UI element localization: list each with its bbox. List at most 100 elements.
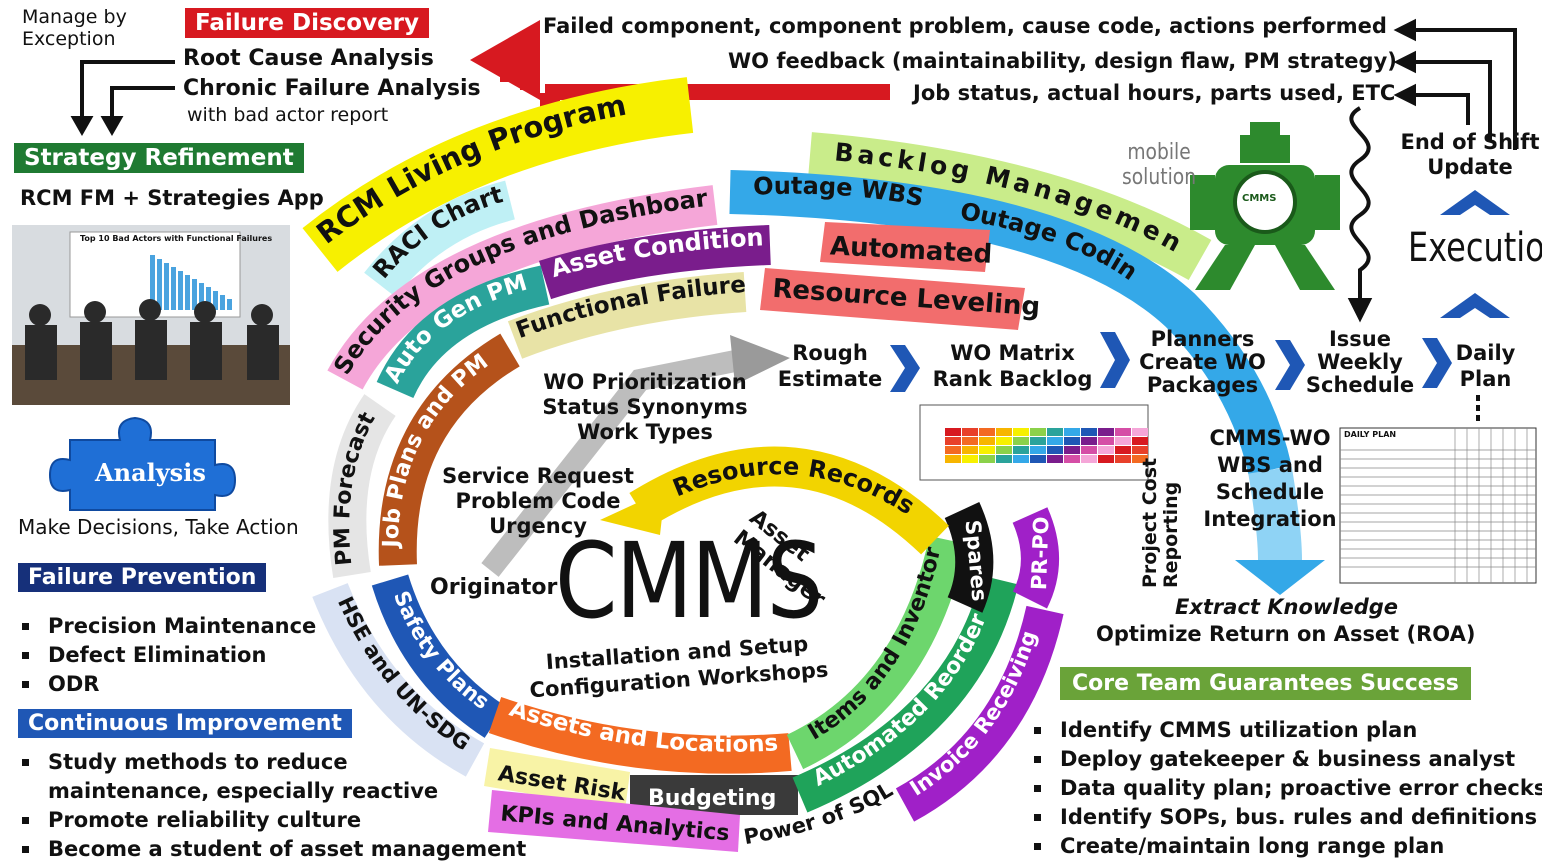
issue-weekly-schedule: Issue Weekly Schedule — [1305, 327, 1415, 397]
failure-prevention-title: Failure Prevention — [18, 563, 267, 592]
analysis-puzzle-icon — [48, 416, 237, 511]
matrix-cell — [1047, 437, 1063, 445]
daily-plan-form — [1339, 427, 1537, 584]
ring-pm-forecast: PM Forecast — [328, 394, 396, 579]
matrix-cell — [1013, 437, 1029, 445]
matrix-cell — [1132, 446, 1148, 454]
matrix-cell — [1098, 455, 1114, 463]
meeting-picture — [12, 225, 290, 405]
matrix-cell — [1030, 446, 1046, 454]
mobile-solution: mobile solution — [1122, 140, 1197, 190]
matrix-cell — [1030, 428, 1046, 436]
ring-assets-locations: Assets and Locations — [488, 696, 792, 774]
matrix-cell — [1098, 437, 1114, 445]
ribbon-resource-leveling: Resource Leveling — [760, 268, 1041, 330]
list-item: Defect Elimination — [18, 641, 316, 670]
matrix-cell — [1064, 437, 1080, 445]
optimize-roa: Optimize Return on Asset (ROA) — [1096, 622, 1476, 646]
list-item: Identify CMMS utilization plan — [1030, 716, 1542, 745]
flow-chevrons — [890, 332, 1452, 392]
matrix-cell — [962, 455, 978, 463]
matrix-cell — [1081, 428, 1097, 436]
screen-bar — [220, 295, 225, 310]
cmms-wo-integration: CMMS-WO WBS and Schedule Integration — [1203, 426, 1337, 531]
daily-plan-form-title: DAILY PLAN — [1344, 430, 1397, 439]
matrix-cell — [962, 437, 978, 445]
ribbon-automated: Automated — [820, 222, 993, 272]
matrix-cell — [1081, 437, 1097, 445]
matrix-cell — [1132, 437, 1148, 445]
problem-code: Problem Code — [455, 489, 621, 513]
ring-pr-po: PR-PO — [1012, 507, 1059, 609]
screen-bar — [227, 299, 232, 310]
wo-prioritization: WO Prioritization — [543, 370, 747, 394]
matrix-cell — [945, 428, 961, 436]
matrix-cell — [1064, 446, 1080, 454]
matrix-cell — [1030, 437, 1046, 445]
wo-matrix-rank-backlog: WO Matrix Rank Backlog — [932, 341, 1093, 391]
execution-label: Execution — [1408, 225, 1542, 271]
meeting-chart-title: Top 10 Bad Actors with Functional Failur… — [80, 234, 273, 243]
matrix-cell — [996, 455, 1012, 463]
cmms-robot-icon — [1190, 122, 1340, 290]
matrix-cell — [1064, 428, 1080, 436]
daily-plan-label: Daily Plan — [1455, 341, 1516, 391]
screen-bar — [185, 275, 190, 310]
screen-bar — [178, 271, 183, 310]
matrix-cell — [962, 446, 978, 454]
matrix-cell — [1098, 428, 1114, 436]
list-item: Create/maintain long range plan — [1030, 832, 1542, 861]
matrix-cell — [1047, 428, 1063, 436]
matrix-cell — [945, 437, 961, 445]
matrix-cell — [1115, 455, 1131, 463]
matrix-cell — [979, 437, 995, 445]
screen-bar — [192, 279, 197, 310]
matrix-cell — [1030, 455, 1046, 463]
list-item: Identify SOPs, bus. rules and definition… — [1030, 803, 1542, 832]
strategy-refinement-subtitle: RCM FM + Strategies App — [20, 186, 324, 210]
matrix-cell — [1115, 428, 1131, 436]
matrix-cell — [1047, 455, 1063, 463]
chronic-failure-analysis: Chronic Failure Analysis — [183, 76, 481, 101]
matrix-cell — [1132, 428, 1148, 436]
extract-knowledge: Extract Knowledge — [1175, 595, 1399, 619]
matrix-cell — [1013, 428, 1029, 436]
failure-discovery-title: Failure Discovery — [185, 8, 430, 38]
analysis-caption: Make Decisions, Take Action — [18, 515, 299, 539]
list-item: Data quality plan; proactive error check… — [1030, 774, 1542, 803]
project-cost-reporting: Project Cost Reporting — [1139, 457, 1182, 588]
list-item: Promote reliability culture — [18, 806, 526, 835]
cmms-title: CMMS — [555, 520, 823, 642]
status-synonyms: Status Synonyms — [542, 395, 748, 419]
list-item: maintenance, especially reactive — [48, 779, 439, 803]
matrix-cell — [962, 428, 978, 436]
wo-matrix-table — [919, 404, 1149, 481]
matrix-cell — [1115, 437, 1131, 445]
matrix-cell — [1013, 455, 1029, 463]
feedback-line-3: Job status, actual hours, parts used, ET… — [913, 81, 1396, 105]
execution-up-arrows — [1440, 190, 1510, 318]
svg-text:PM Forecast: PM Forecast — [330, 408, 381, 567]
screen-bar — [150, 255, 155, 310]
core-team-title: Core Team Guarantees Success — [1060, 667, 1471, 700]
matrix-cell — [1064, 455, 1080, 463]
wo-prioritization-block: WO Prioritization Status Synonyms Work T… — [540, 370, 750, 445]
matrix-cell — [996, 446, 1012, 454]
analysis-label: Analysis — [95, 458, 206, 487]
bad-actor-report: with bad actor report — [187, 104, 389, 126]
feedback-black-arrows — [70, 18, 1517, 425]
failure-prevention-list: Precision Maintenance Defect Elimination… — [18, 612, 316, 699]
matrix-cell — [1081, 446, 1097, 454]
svg-text:PR-PO: PR-PO — [1027, 516, 1054, 590]
feedback-line-1: Failed component, component problem, cau… — [543, 14, 1387, 38]
matrix-cell — [996, 428, 1012, 436]
feedback-line-2: WO feedback (maintainability, design fla… — [728, 49, 1397, 73]
ring-spares: Spares — [944, 502, 994, 613]
continuous-improvement-title: Continuous Improvement — [18, 709, 352, 738]
list-item: Become a student of asset management — [18, 835, 526, 864]
continuous-improvement-list: Study methods to reduce maintenance, esp… — [18, 748, 526, 864]
service-request: Service Request — [442, 464, 634, 488]
robot-label: CMMS — [1242, 193, 1277, 204]
root-cause-analysis: Root Cause Analysis — [183, 46, 434, 71]
